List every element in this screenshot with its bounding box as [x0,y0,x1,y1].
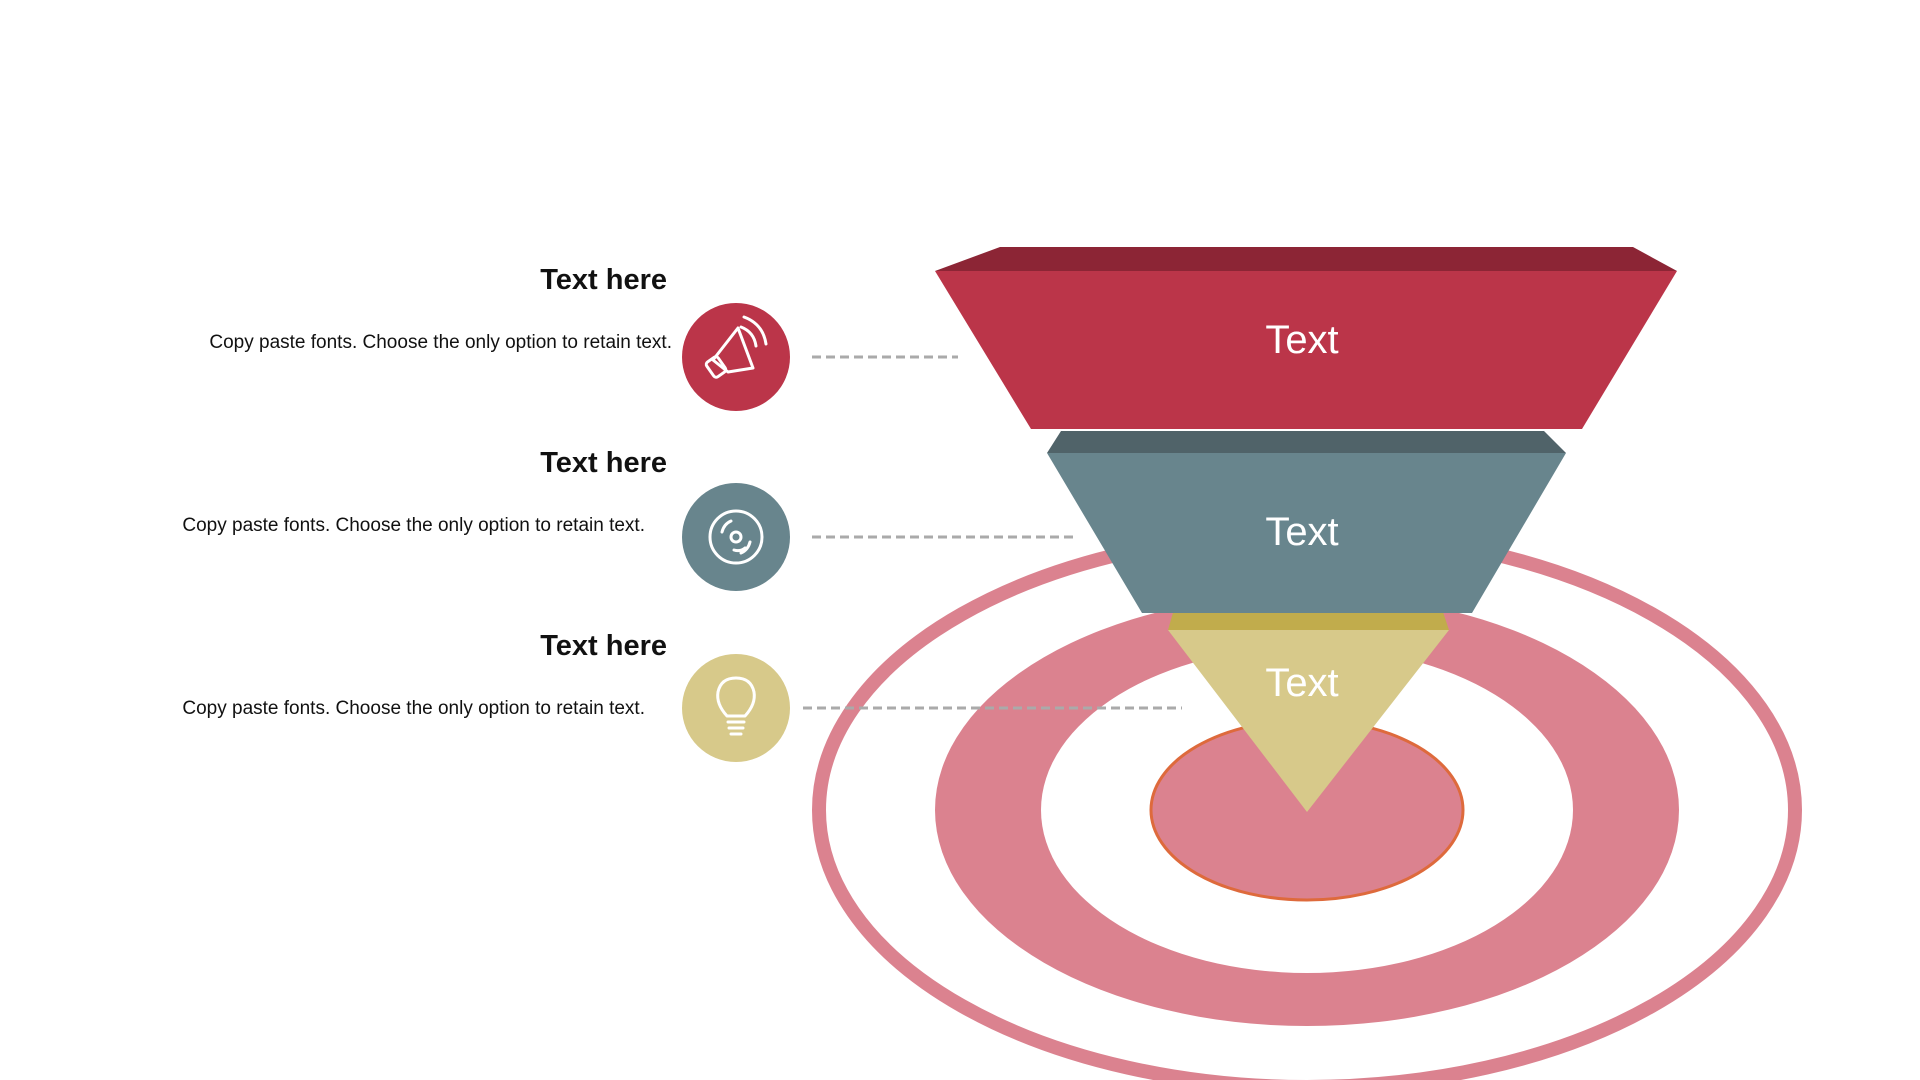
item-icon-circle-2 [682,483,790,591]
funnel-level-3-label: Text [1265,661,1338,705]
funnel-level-2-label: Text [1265,510,1338,554]
item-description: Copy paste fonts. Choose the only option… [209,332,672,353]
item-text-block-3: Text here Copy paste fonts. Choose the o… [130,626,670,726]
funnel-level-1-label: Text [1265,318,1338,362]
funnel-level-2-top [1047,431,1566,453]
item-description: Copy paste fonts. Choose the only option… [182,515,645,536]
item-icon-circle-3 [682,654,790,762]
funnel-level-2-shape [1047,453,1566,613]
funnel-level-1-shape [935,271,1677,429]
funnel-level-3-top [1168,609,1449,630]
item-icon-circle-1 [682,303,790,411]
item-heading: Text here [540,447,667,479]
item-description: Copy paste fonts. Choose the only option… [182,698,645,719]
funnel: Text Text Text [935,247,1677,812]
item-text-block-1: Text here Copy paste fonts. Choose the o… [150,260,672,360]
connectors [803,355,1182,710]
item-heading: Text here [540,630,667,662]
item-text-block-2: Text here Copy paste fonts. Choose the o… [130,443,670,543]
speaker-icon [704,315,768,379]
funnel-level-3-shape [1168,630,1449,812]
funnel-level-1-top [935,247,1677,271]
item-heading: Text here [540,264,667,296]
disc-icon [708,509,764,565]
lightbulb-icon [716,676,756,736]
